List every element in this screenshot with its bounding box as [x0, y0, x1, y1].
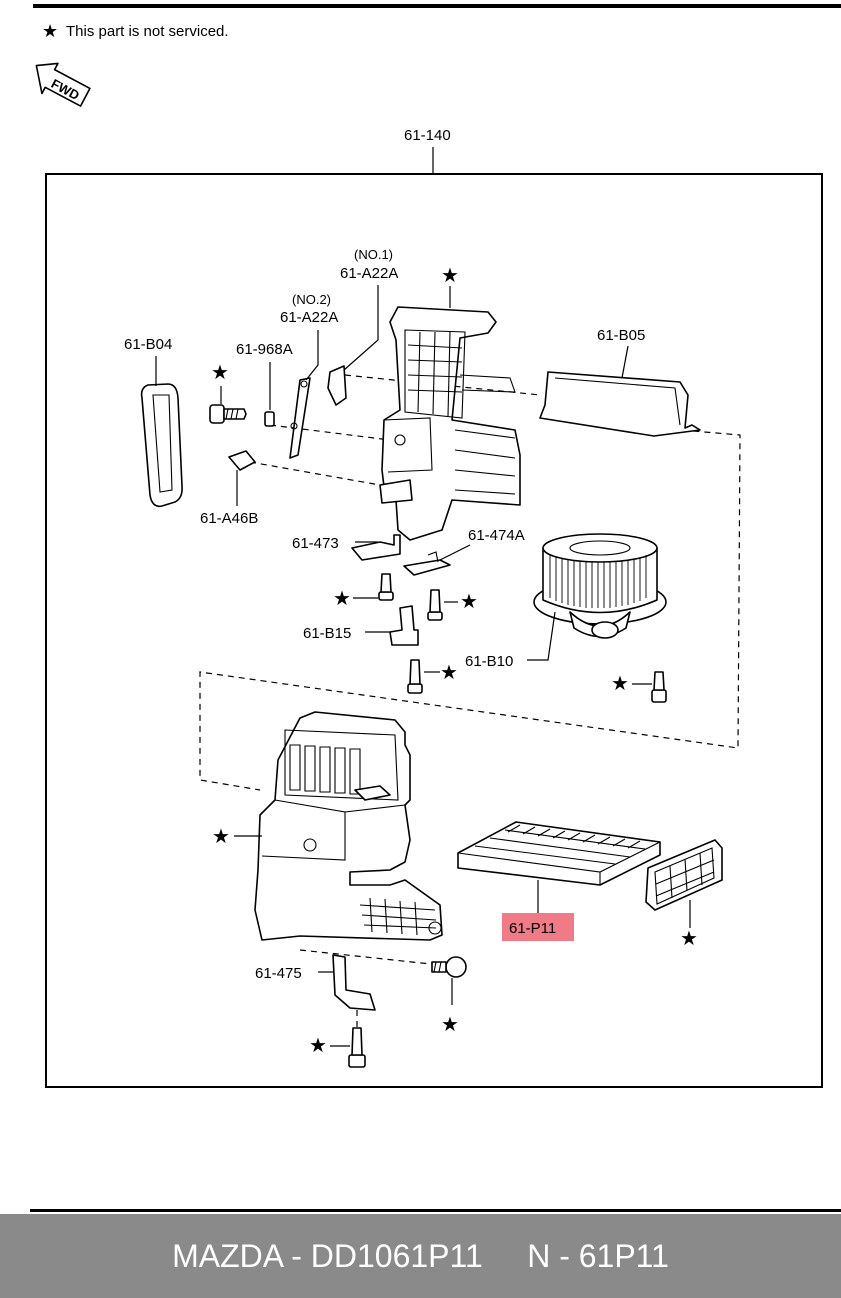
footer-ref: N - 61P11 [527, 1238, 669, 1274]
assembly-guides [199, 374, 741, 966]
label-b10: 61-B10 [465, 653, 513, 670]
label-473: 61-473 [292, 535, 339, 552]
label-a22a-no2: 61-A22A [280, 309, 338, 326]
exploded-parts-diagram: ★ This part is not serviced. FWD 61-140 … [35, 21, 823, 1088]
not-serviced-star-icon: ★ [211, 362, 229, 384]
label-a22a-no1: 61-A22A [340, 265, 398, 282]
screw-7: ★ [309, 1010, 366, 1068]
fwd-arrow-icon: FWD [35, 62, 91, 107]
bracket-475: 61-475 [255, 954, 376, 1011]
bracket-474a: 61-474A [403, 527, 525, 576]
lever-a22a-no1: (NO.1) 61-A22A ★ [327, 247, 459, 406]
label-no2: (NO.2) [292, 292, 331, 307]
label-no1: (NO.1) [354, 247, 393, 262]
not-serviced-star-icon: ★ [460, 591, 478, 613]
screw-2: ★ [333, 573, 394, 610]
lower-case: ★ [212, 711, 443, 941]
top-rule [33, 4, 841, 8]
screw-1: ★ [209, 362, 247, 424]
not-serviced-star-icon: ★ [441, 1014, 459, 1036]
gasket-b04: 61-B04 [124, 336, 183, 508]
cabin-filter-p11: 61-P11 [457, 821, 661, 941]
bracket-473: 61-473 [292, 534, 401, 561]
footer-part-number: DD1061P11 [310, 1238, 483, 1274]
filter-grille: ★ [645, 839, 723, 950]
resistor-b15: 61-B15 [303, 605, 419, 646]
highlight-p11 [502, 913, 574, 941]
label-a46b: 61-A46B [200, 510, 258, 527]
not-serviced-star-icon: ★ [441, 265, 459, 287]
not-serviced-star-icon: ★ [333, 588, 351, 610]
assembly-label: 61-140 [404, 127, 451, 144]
footer-rule [30, 1209, 841, 1212]
label-b15: 61-B15 [303, 625, 351, 642]
star-icon: ★ [42, 21, 58, 41]
legend-note-text: This part is not serviced. [66, 23, 229, 40]
cover-b05: 61-B05 [539, 327, 701, 437]
upper-blower-case [379, 306, 521, 541]
not-serviced-star-icon: ★ [611, 673, 629, 695]
label-475: 61-475 [255, 965, 302, 982]
footer-caption: MAZDA - DD1061P11 N - 61P11 [172, 1238, 669, 1274]
lever-a22a-no2: (NO.2) 61-A22A [280, 292, 338, 459]
legend-note: ★ This part is not serviced. [42, 21, 229, 41]
footer-bar [0, 1214, 841, 1298]
screw-6: ★ [431, 956, 467, 1036]
assembly-frame [45, 173, 823, 1088]
footer-brand: MAZDA [172, 1238, 283, 1274]
not-serviced-star-icon: ★ [309, 1035, 327, 1057]
not-serviced-star-icon: ★ [680, 928, 698, 950]
clip-a46b: 61-A46B [200, 450, 258, 527]
label-b04: 61-B04 [124, 336, 172, 353]
label-b05: 61-B05 [597, 327, 645, 344]
not-serviced-star-icon: ★ [440, 662, 458, 684]
not-serviced-star-icon: ★ [212, 826, 230, 848]
part-968a: 61-968A [236, 341, 293, 427]
screw-5: ★ [611, 671, 667, 703]
blower-motor-b10: 61-B10 [465, 533, 667, 670]
screw-3: ★ [427, 589, 478, 621]
screw-4: ★ [407, 659, 458, 694]
fwd-label: FWD [49, 76, 82, 103]
label-p11: 61-P11 [509, 920, 556, 937]
label-474a: 61-474A [468, 527, 525, 544]
label-968a: 61-968A [236, 341, 293, 358]
